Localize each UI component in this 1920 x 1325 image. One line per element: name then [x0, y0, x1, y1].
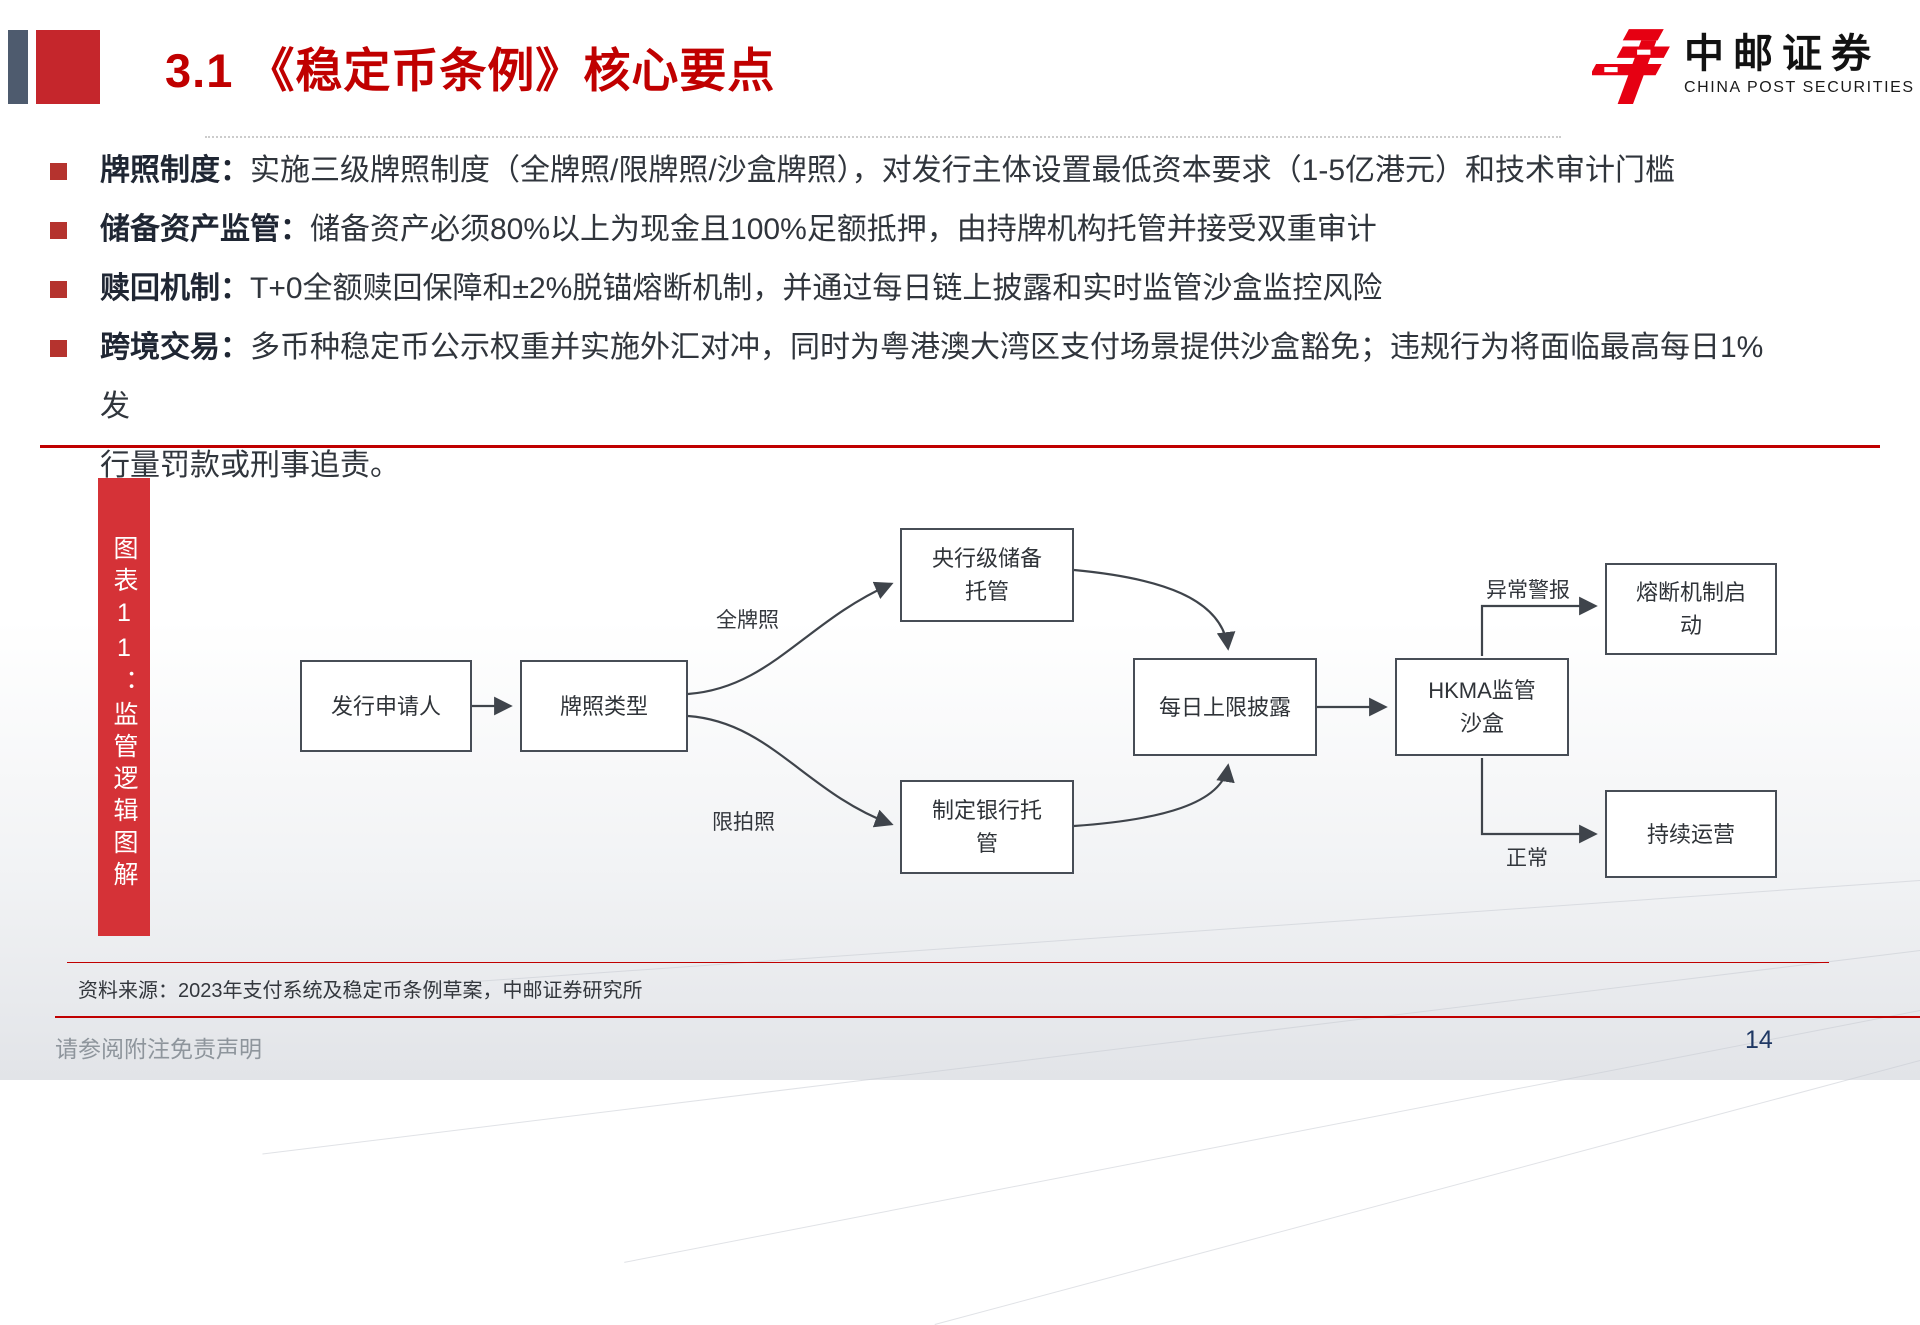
company-logo: 中邮证券 CHINA POST SECURITIES	[1592, 24, 1913, 108]
edge-label-abnormal-alert: 异常警报	[1486, 579, 1570, 602]
node-issuer-applicant: 发行申请人	[300, 660, 472, 752]
node-circuit-breaker: 熔断机制启 动	[1605, 563, 1777, 655]
bullet-label: 赎回机制：	[100, 272, 250, 305]
bullet-label: 跨境交易：	[100, 331, 250, 364]
bullet-cross-border-trade: 跨境交易：多币种稳定币公示权重并实施外汇对冲，同时为粤港澳大湾区支付场景提供沙盒…	[48, 318, 1790, 495]
page-number: 14	[1745, 1026, 1773, 1054]
footer-divider-rule	[55, 1016, 1920, 1018]
figure-caption-banner: 图表11：监管逻辑图解	[98, 478, 150, 936]
node-central-bank-custody: 央行级储备 托管	[900, 528, 1074, 622]
node-license-type: 牌照类型	[520, 660, 688, 752]
bullet-label: 牌照制度：	[100, 154, 250, 187]
bullet-redemption-mechanism: 赎回机制：T+0全额赎回保障和±2%脱锚熔断机制，并通过每日链上披露和实时监管沙…	[48, 259, 1790, 318]
bullet-text: 储备资产必须80%以上为现金且100%足额抵押，由持牌机构托管并接受双重审计	[310, 213, 1377, 246]
section-divider-rule	[40, 445, 1880, 448]
company-name-cn: 中邮证券	[1684, 32, 1880, 76]
edge-label-full-license: 全牌照	[716, 609, 779, 632]
node-designated-bank-custody: 制定银行托 管	[900, 780, 1074, 874]
edge-label-normal: 正常	[1506, 847, 1548, 870]
key-points-list: 牌照制度：实施三级牌照制度（全牌照/限牌照/沙盒牌照），对发行主体设置最低资本要…	[48, 141, 1790, 495]
node-continuous-operation: 持续运营	[1605, 790, 1777, 878]
bullet-square-icon	[50, 281, 67, 298]
dotted-separator	[205, 136, 1561, 138]
edge-label-limited-license: 限拍照	[712, 811, 775, 834]
china-post-logo-icon	[1592, 29, 1670, 104]
disclaimer-text: 请参阅附注免责声明	[55, 1036, 262, 1062]
bullet-label: 储备资产监管：	[100, 213, 310, 246]
bullet-square-icon	[50, 222, 67, 239]
node-hkma-sandbox: HKMA监管 沙盒	[1395, 658, 1569, 756]
source-note: 资料来源：2023年支付系统及稳定币条例草案，中邮证券研究所	[78, 980, 643, 1002]
title-accent-bar-red	[36, 30, 100, 104]
title-accent-bar-slate	[8, 30, 28, 104]
bullet-text: T+0全额赎回保障和±2%脱锚熔断机制，并通过每日链上披露和实时监管沙盒监控风险	[250, 272, 1383, 305]
bullet-square-icon	[50, 340, 67, 357]
bullet-reserve-regulation: 储备资产监管：储备资产必须80%以上为现金且100%足额抵押，由持牌机构托管并接…	[48, 200, 1790, 259]
company-logo-text: 中邮证券 CHINA POST SECURITIES	[1684, 24, 1915, 97]
bullet-text: 实施三级牌照制度（全牌照/限牌照/沙盒牌照），对发行主体设置最低资本要求（1-5…	[250, 154, 1676, 187]
node-daily-cap-disclosure: 每日上限披露	[1133, 658, 1317, 756]
source-divider-rule	[67, 962, 1829, 963]
bullet-text: 多币种稳定币公示权重并实施外汇对冲，同时为粤港澳大湾区支付场景提供沙盒豁免；违规…	[100, 331, 1764, 482]
background-streak	[934, 1060, 1920, 1325]
slide-title: 3.1 《稳定币条例》核心要点	[165, 44, 776, 97]
bullet-square-icon	[50, 163, 67, 180]
company-name-en: CHINA POST SECURITIES	[1684, 79, 1915, 96]
bullet-license-system: 牌照制度：实施三级牌照制度（全牌照/限牌照/沙盒牌照），对发行主体设置最低资本要…	[48, 141, 1790, 200]
